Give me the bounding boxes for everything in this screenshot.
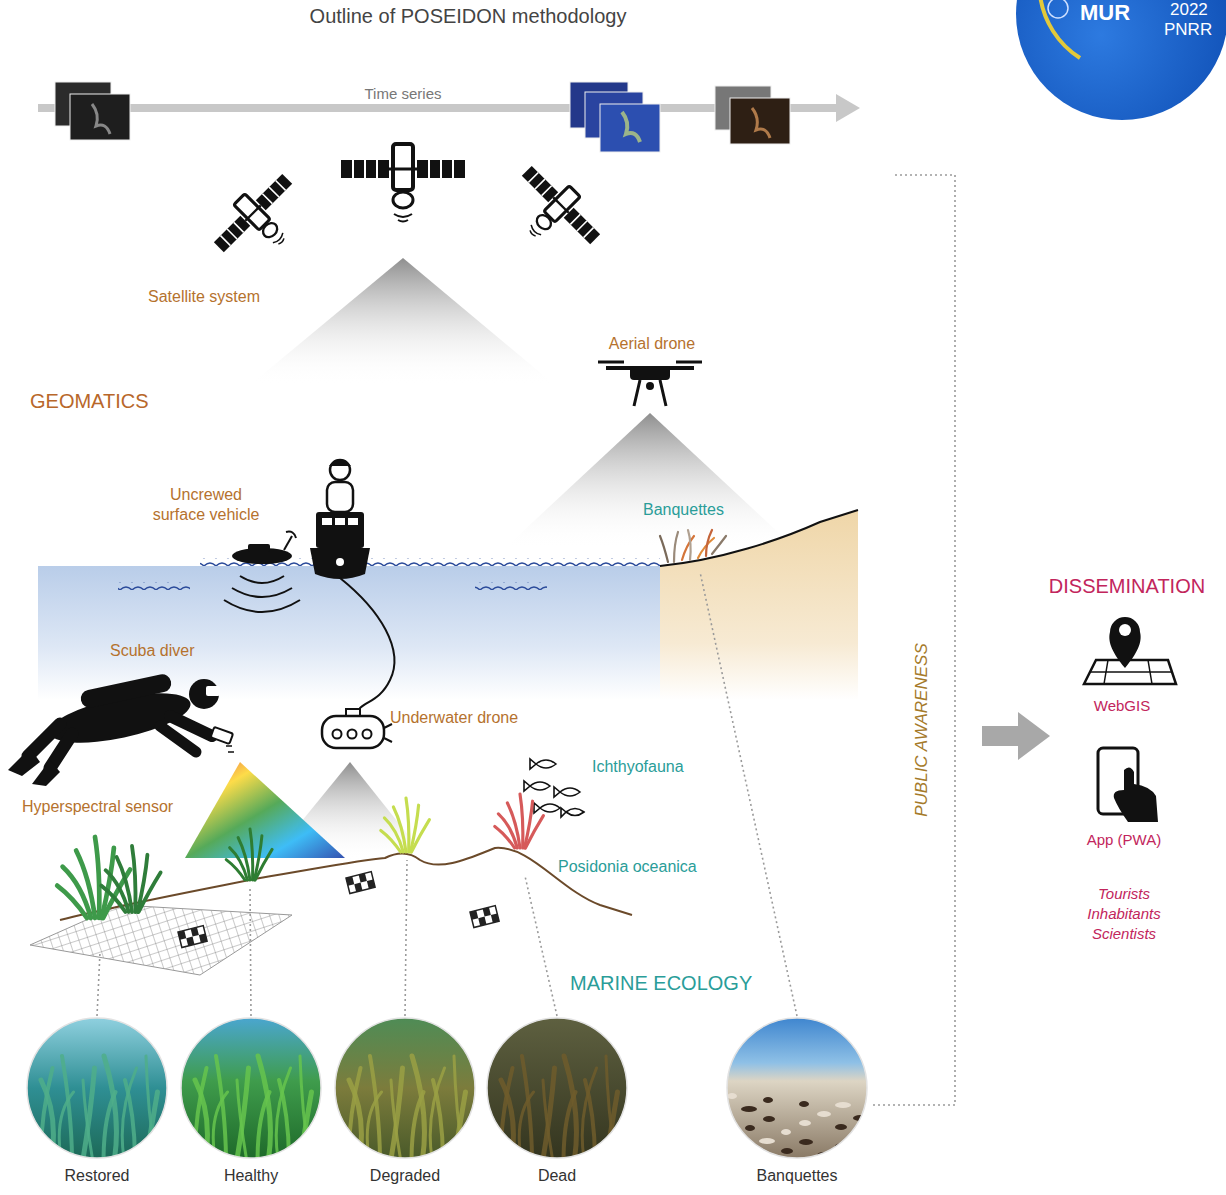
part-label: Banquettes <box>643 500 724 519</box>
part-label: Ichthyofauna <box>592 757 684 776</box>
photo-circle: Healthy <box>176 1016 326 1188</box>
circle-caption: Degraded <box>370 1166 440 1185</box>
diagram-title: Outline of POSEIDON methodology <box>310 4 627 28</box>
circle-photo <box>722 1016 872 1160</box>
circle-photo <box>330 1016 480 1160</box>
circle-photo <box>176 1016 326 1160</box>
logo-text: MUR <box>1080 0 1130 26</box>
circle-caption: Banquettes <box>757 1166 838 1185</box>
part-label: Underwater drone <box>390 708 518 727</box>
boat <box>310 459 370 579</box>
aerial-drone <box>505 362 795 548</box>
logo-text: 2022 <box>1170 0 1208 20</box>
seabed <box>30 794 632 975</box>
photo-circle: Dead <box>482 1016 632 1188</box>
circle-caption: Dead <box>538 1166 576 1185</box>
logo-text: PNRR <box>1164 20 1212 40</box>
section-heading: MARINE ECOLOGY <box>570 971 752 995</box>
part-label: Hyperspectral sensor <box>22 797 173 816</box>
leader-lines <box>97 175 955 1105</box>
time-series <box>38 82 860 152</box>
photo-circle: Degraded <box>330 1016 480 1188</box>
sea-and-shore <box>38 510 858 700</box>
part-label: Scuba diver <box>110 641 195 660</box>
circle-photo <box>22 1016 172 1160</box>
circle-caption: Healthy <box>224 1166 278 1185</box>
circle-caption: Restored <box>65 1166 130 1185</box>
part-label: Aerial drone <box>609 334 695 353</box>
section-heading: DISSEMINATION <box>1049 574 1205 598</box>
icon-label: App (PWA) <box>1087 831 1161 849</box>
logo <box>1016 0 1226 120</box>
surface-vehicle <box>224 532 300 612</box>
audience-list: Tourists Inhabitants Scientists <box>1076 884 1172 944</box>
satellites <box>205 144 609 385</box>
scuba-diver <box>8 673 345 858</box>
circle-photo <box>482 1016 632 1160</box>
photo-circle: Restored <box>22 1016 172 1188</box>
axis-label: Time series <box>365 85 442 103</box>
photo-circle: Banquettes <box>722 1016 872 1188</box>
bracket-label: PUBLIC AWARENESS <box>912 643 932 817</box>
section-heading: GEOMATICS <box>30 389 149 413</box>
part-label: Satellite system <box>148 287 260 306</box>
part-label: Uncrewed surface vehicle <box>150 485 262 525</box>
icon-label: WebGIS <box>1094 697 1150 715</box>
dissemination-icons <box>982 617 1176 822</box>
part-label: Posidonia oceanica <box>558 857 697 876</box>
